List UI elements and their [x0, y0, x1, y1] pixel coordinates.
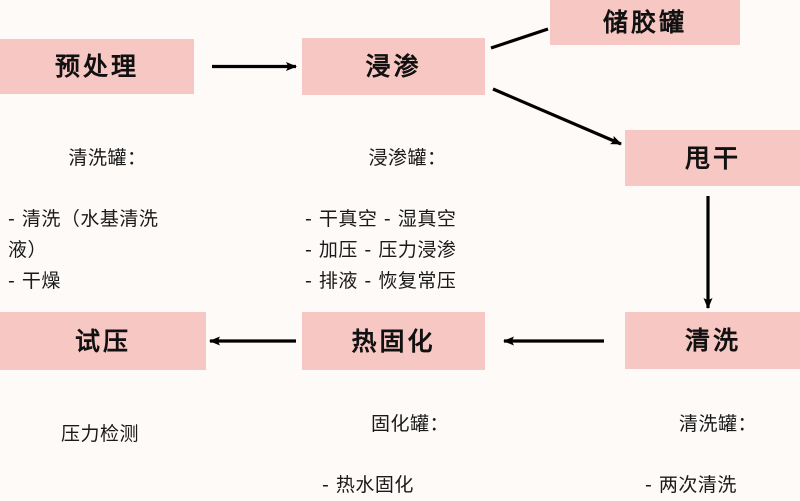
node-cleaning[interactable]: 清洗	[625, 312, 800, 369]
node-spin-dry[interactable]: 甩干	[625, 130, 800, 186]
caption-heat-curing-head: 固化罐：	[370, 412, 449, 435]
caption-pretreat-head: 清洗罐：	[68, 146, 147, 169]
node-impregnation-label: 浸渗	[365, 52, 422, 81]
caption-cleaning: 清洗罐： - 两次清洗	[645, 378, 800, 501]
caption-pretreat: 清洗罐： - 清洗（水基清洗 液） - 干燥	[8, 112, 223, 297]
node-pretreat-label: 预处理	[54, 52, 139, 81]
caption-heat-curing: 固化罐： - 热水固化	[322, 378, 532, 501]
node-heat-curing-label: 热固化	[351, 326, 436, 356]
node-pressure-test-label: 试压	[74, 326, 131, 356]
caption-impregnation-body: - 干真空 - 湿真空 - 加压 - 压力浸渗 - 排液 - 恢复常压	[305, 208, 457, 292]
caption-impregnation: 浸渗罐： - 干真空 - 湿真空 - 加压 - 压力浸渗 - 排液 - 恢复常压	[305, 112, 550, 297]
caption-cleaning-body: - 两次清洗	[645, 474, 737, 497]
node-heat-curing[interactable]: 热固化	[302, 312, 485, 370]
node-glue-storage-tank[interactable]: 储胶罐	[550, 0, 740, 45]
node-cleaning-label: 清洗	[684, 326, 741, 355]
node-glue-storage-tank-label: 储胶罐	[602, 8, 687, 37]
node-pretreat[interactable]: 预处理	[0, 39, 194, 94]
caption-pressure-test: 压力检测	[0, 388, 200, 480]
caption-impregnation-head: 浸渗罐：	[368, 146, 447, 169]
caption-cleaning-head: 清洗罐：	[678, 412, 757, 435]
node-impregnation[interactable]: 浸渗	[302, 38, 485, 95]
caption-pretreat-body: - 清洗（水基清洗 液） - 干燥	[8, 208, 159, 292]
edge-impreg-to-gluetank	[490, 27, 549, 50]
caption-heat-curing-body: - 热水固化	[322, 474, 414, 497]
node-spin-dry-label: 甩干	[684, 143, 741, 173]
caption-pressure-test-head: 压力检测	[60, 422, 139, 445]
node-pressure-test[interactable]: 试压	[0, 312, 206, 370]
